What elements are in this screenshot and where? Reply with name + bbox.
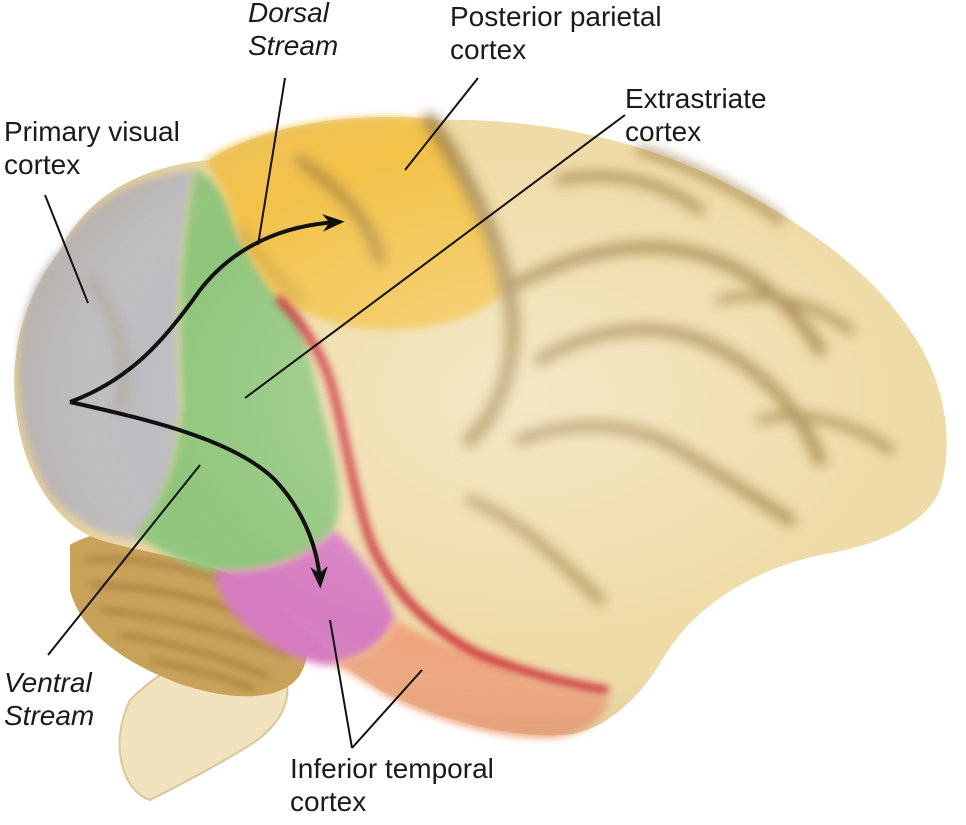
leader-primary-visual (44, 194, 89, 304)
leader-inferior-temporal-pink (329, 619, 353, 749)
leader-ventral-stream (47, 464, 201, 656)
leader-lines (44, 77, 626, 749)
dorsal-stream-arrow (69, 214, 345, 404)
leader-inferior-temporal-orange (351, 669, 423, 749)
leader-dorsal-stream (257, 77, 286, 246)
ventral-stream-arrow (69, 400, 328, 589)
leader-extrastriate (244, 114, 626, 399)
cerebrum-shading (14, 116, 947, 736)
leader-posterior-parietal (404, 77, 479, 171)
